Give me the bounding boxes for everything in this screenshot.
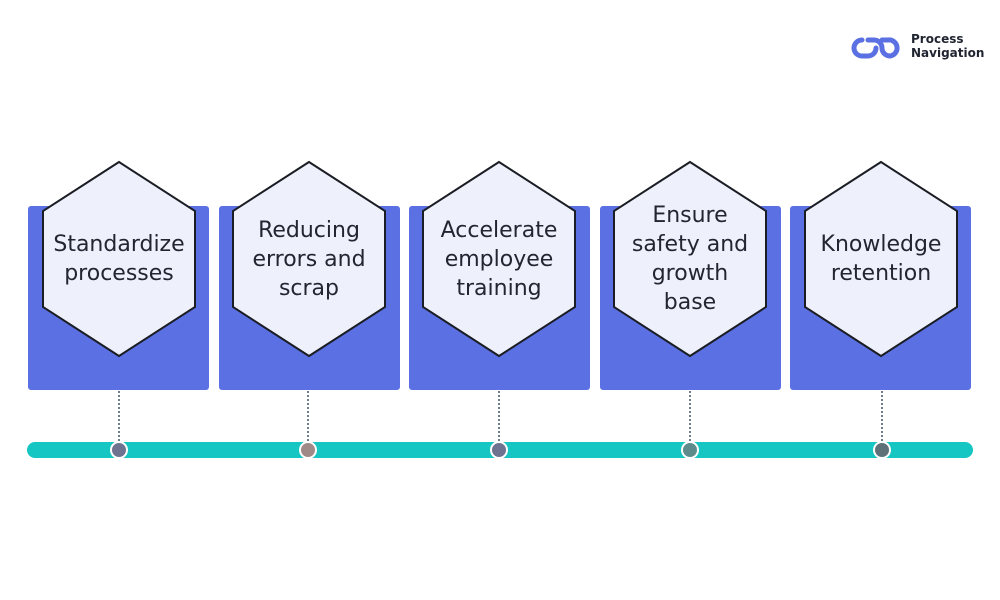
step-hexagon-1 xyxy=(42,160,196,358)
logo-text: Process Navigation xyxy=(911,32,984,60)
connector-line-3 xyxy=(498,391,500,441)
timeline-node-5 xyxy=(873,441,891,459)
connector-line-4 xyxy=(689,391,691,441)
step-hexagon-3 xyxy=(422,160,576,358)
logo-text-line1: Process xyxy=(911,32,964,46)
connector-line-1 xyxy=(118,391,120,441)
timeline-node-4 xyxy=(681,441,699,459)
step-hexagon-2 xyxy=(232,160,386,358)
logo[interactable]: Process Navigation xyxy=(846,30,996,64)
connector-line-5 xyxy=(881,391,883,441)
logo-text-line2: Navigation xyxy=(911,46,985,60)
connector-line-2 xyxy=(307,391,309,441)
timeline-node-3 xyxy=(490,441,508,459)
step-hexagon-5 xyxy=(804,160,958,358)
timeline-node-2 xyxy=(299,441,317,459)
step-hexagon-4 xyxy=(613,160,767,358)
chain-link-icon xyxy=(851,37,900,59)
timeline-node-1 xyxy=(110,441,128,459)
